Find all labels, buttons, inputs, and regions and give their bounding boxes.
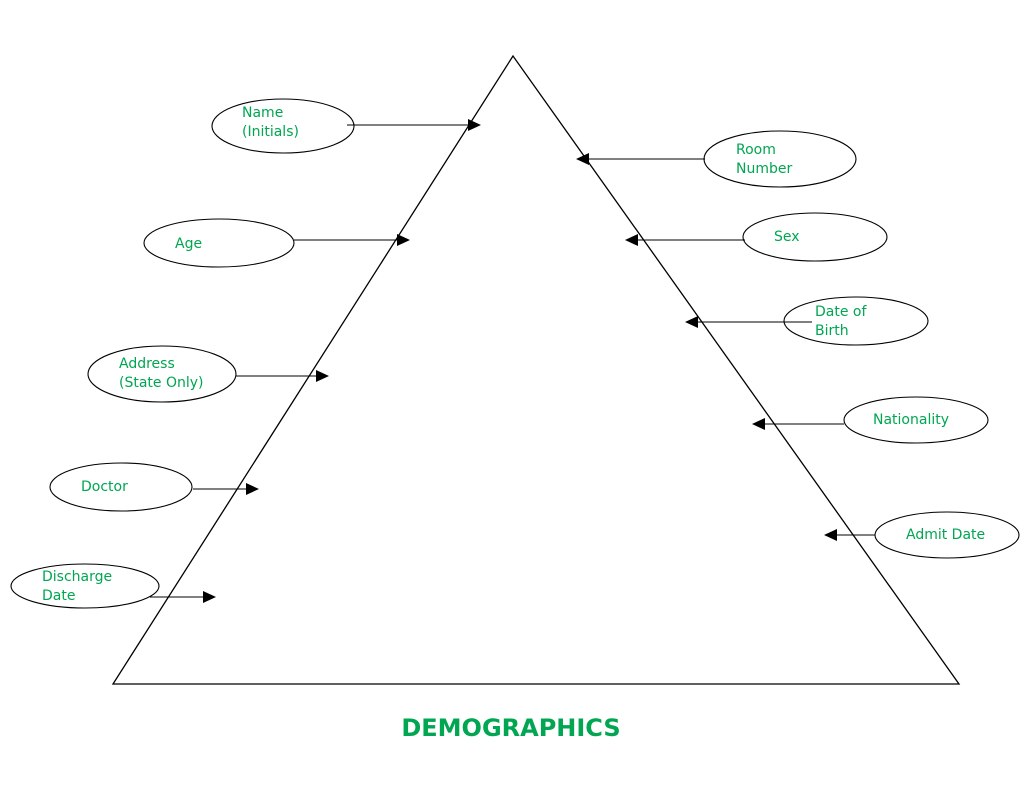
node-address: Address (State Only) — [87, 345, 329, 403]
date-of-birth-arrowhead — [685, 316, 698, 328]
address-label: Address (State Only) — [119, 356, 204, 391]
sex-label: Sex — [774, 229, 800, 245]
date-of-birth-ellipse — [783, 296, 929, 346]
age-label-line: Age — [175, 236, 202, 252]
doctor-arrowhead — [246, 483, 259, 495]
age-ellipse — [143, 218, 295, 268]
nationality-label-line: Nationality — [873, 412, 949, 428]
address-arrowhead — [316, 370, 329, 382]
name-arrowhead — [468, 119, 481, 131]
doctor-label-line: Doctor — [81, 479, 128, 495]
room-number-label-line: Number — [736, 161, 792, 177]
name-label-line: (Initials) — [242, 124, 299, 140]
nationality-label: Nationality — [873, 412, 949, 428]
node-admit-date: Admit Date — [824, 511, 1020, 559]
node-nationality: Nationality — [752, 396, 989, 444]
discharge-date-arrowhead — [203, 591, 216, 603]
node-name: Name (Initials) — [211, 98, 481, 154]
doctor-ellipse — [49, 462, 193, 512]
name-label-line: Name — [242, 105, 283, 121]
node-date-of-birth: Date of Birth — [685, 296, 929, 346]
nationality-ellipse — [843, 396, 989, 444]
name-label: Name (Initials) — [242, 105, 299, 140]
diagram-title: DEMOGRAPHICS — [401, 714, 620, 742]
sex-label-line: Sex — [774, 229, 800, 245]
date-of-birth-label: Date of Birth — [815, 304, 867, 339]
age-arrowhead — [397, 234, 410, 246]
sex-ellipse — [742, 212, 888, 262]
pyramid-triangle — [111, 54, 961, 685]
node-sex: Sex — [625, 212, 888, 262]
nationality-arrowhead — [752, 418, 765, 430]
doctor-label: Doctor — [81, 479, 128, 495]
sex-arrowhead — [625, 234, 638, 246]
node-age: Age — [143, 218, 410, 268]
node-doctor: Doctor — [49, 462, 259, 512]
admit-date-label: Admit Date — [906, 527, 985, 543]
discharge-date-ellipse — [10, 563, 160, 609]
discharge-date-label-line: Date — [42, 588, 75, 604]
date-of-birth-label-line: Birth — [815, 323, 849, 339]
room-number-arrowhead — [576, 153, 589, 165]
discharge-date-label-line: Discharge — [42, 569, 112, 585]
room-number-ellipse — [703, 130, 857, 188]
address-label-line: (State Only) — [119, 375, 204, 391]
name-ellipse — [211, 98, 355, 154]
age-label: Age — [175, 236, 202, 252]
room-number-label-line: Room — [736, 142, 776, 158]
admit-date-label-line: Admit Date — [906, 527, 985, 543]
admit-date-arrowhead — [824, 529, 837, 541]
date-of-birth-label-line: Date of — [815, 304, 867, 320]
address-ellipse — [87, 345, 237, 403]
address-label-line: Address — [119, 356, 175, 372]
